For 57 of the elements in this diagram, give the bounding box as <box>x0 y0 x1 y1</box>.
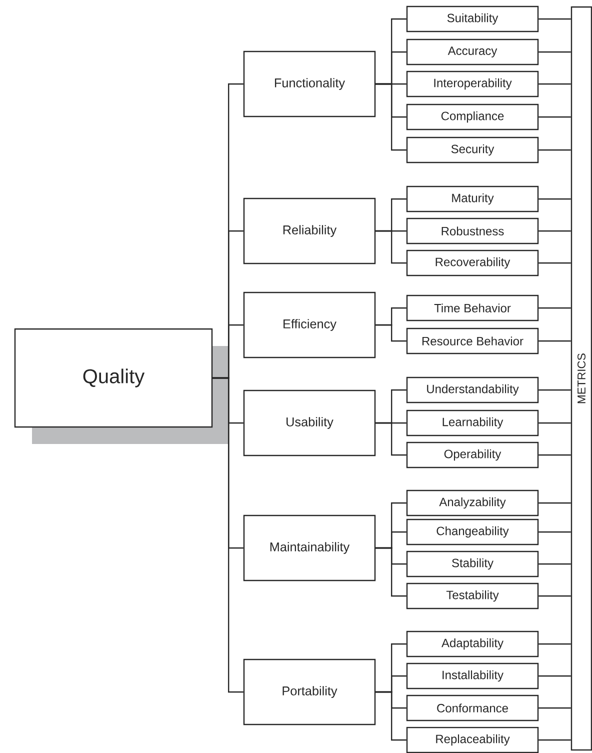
connector-line <box>538 707 571 709</box>
connector-line <box>376 324 406 342</box>
connector-line <box>538 51 571 53</box>
subcategory-box: Adaptability <box>406 630 539 658</box>
connector-line <box>376 83 406 151</box>
metrics-box: METRICS <box>570 6 592 751</box>
subcategory-box: Replaceability <box>406 726 539 753</box>
category-box: Usability <box>243 390 376 456</box>
subcategory-box: Suitability <box>406 6 539 32</box>
connector-line <box>538 643 571 645</box>
category-box: Efficiency <box>243 292 376 358</box>
connector-line <box>538 454 571 456</box>
subcategory-box: Understandability <box>406 376 539 404</box>
connector-line <box>376 691 406 741</box>
connector-line <box>538 675 571 677</box>
connector-line <box>538 18 571 20</box>
subcategory-box: Operability <box>406 442 539 468</box>
connector-line <box>538 531 571 533</box>
subcategory-box: Changeability <box>406 518 539 546</box>
connector-line <box>538 116 571 118</box>
category-box: Portability <box>243 658 376 726</box>
connector-line <box>538 198 571 200</box>
subcategory-box: Time Behavior <box>406 294 539 322</box>
subcategory-box: Installability <box>406 662 539 690</box>
connector-line <box>538 739 571 741</box>
connector-line <box>538 307 571 309</box>
connector-line <box>538 502 571 504</box>
subcategory-box: Stability <box>406 550 539 578</box>
subcategory-box: Resource Behavior <box>406 328 539 354</box>
connector-line <box>376 230 406 264</box>
subcategory-box: Analyzability <box>406 490 539 516</box>
connector-line <box>538 422 571 424</box>
subcategory-box: Compliance <box>406 104 539 130</box>
connector-line <box>538 230 571 232</box>
subcategory-box: Interoperability <box>406 70 539 98</box>
category-box: Reliability <box>243 198 376 264</box>
connector-line <box>538 340 571 342</box>
subcategory-box: Conformance <box>406 694 539 722</box>
subcategory-box: Security <box>406 136 539 164</box>
subcategory-box: Maturity <box>406 186 539 212</box>
category-box: Maintainability <box>243 514 376 582</box>
connector-line <box>538 563 571 565</box>
connector-line <box>376 422 406 456</box>
connector-line <box>538 149 571 151</box>
quality-box: Quality <box>14 328 228 444</box>
connector-line <box>538 262 571 264</box>
subcategory-box: Learnability <box>406 410 539 436</box>
subcategory-box: Recoverability <box>406 250 539 276</box>
connector-line <box>538 389 571 391</box>
category-box: Functionality <box>243 50 376 118</box>
connector-line <box>538 595 571 597</box>
connector-line <box>538 83 571 85</box>
connector-line <box>376 547 406 597</box>
subcategory-box: Testability <box>406 582 539 610</box>
connector-line <box>212 377 244 693</box>
subcategory-box: Accuracy <box>406 38 539 66</box>
subcategory-box: Robustness <box>406 218 539 244</box>
